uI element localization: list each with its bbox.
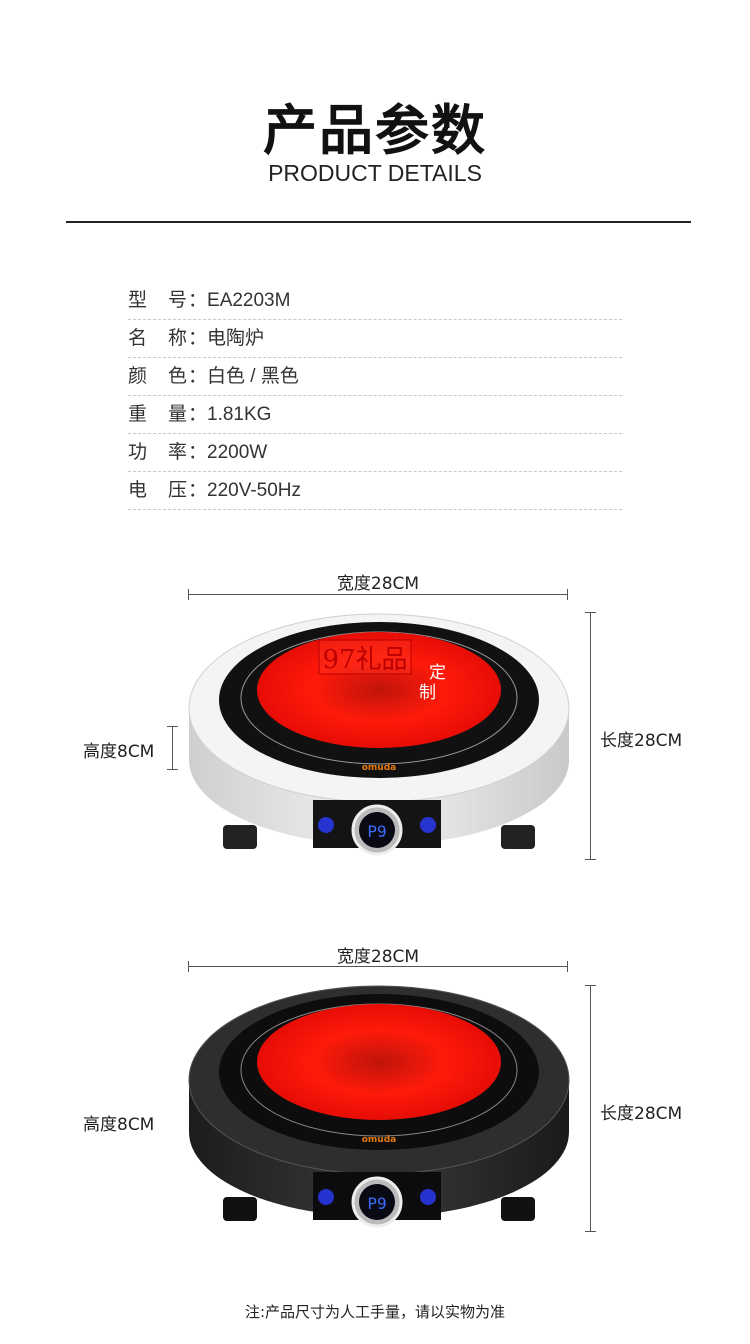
width-dimension-line bbox=[188, 589, 568, 600]
width-label: 宽度28CM bbox=[336, 947, 420, 967]
spec-key: 号 bbox=[168, 289, 188, 311]
height-label: 高度8CM bbox=[83, 1115, 155, 1135]
display-readout: P9 bbox=[367, 822, 386, 841]
page-subtitle: PRODUCT DETAILS bbox=[268, 160, 482, 186]
spec-value: 220V-50Hz bbox=[207, 480, 302, 501]
spec-row-model: 型号：EA2203M bbox=[128, 281, 622, 320]
page-title: 产品参数 bbox=[263, 99, 487, 162]
spec-row-voltage: 电压：220V-50Hz bbox=[128, 471, 622, 510]
spec-key: 重 bbox=[128, 403, 148, 425]
spec-key: 压 bbox=[168, 479, 188, 501]
length-dimension-line bbox=[585, 985, 596, 1232]
power-button-icon[interactable] bbox=[318, 1189, 334, 1205]
length-label: 长度28CM bbox=[600, 1104, 683, 1124]
spec-row-name: 名称：电陶炉 bbox=[128, 319, 622, 358]
spec-value: 白色 / 黑色 bbox=[207, 366, 299, 387]
white-cooktop-image: 97礼品 定 制 omuda P9 bbox=[188, 613, 570, 856]
display-readout: P9 bbox=[367, 1194, 386, 1213]
spec-key: 色 bbox=[168, 365, 188, 387]
width-dimension-line bbox=[188, 961, 568, 972]
length-dimension-line bbox=[585, 612, 596, 860]
function-button-icon[interactable] bbox=[420, 817, 436, 833]
size-disclaimer: 注:产品尺寸为人工手量，请以实物为准 bbox=[244, 1303, 506, 1321]
watermark-3: 制 bbox=[419, 683, 436, 703]
spec-row-power: 功率：2200W bbox=[128, 433, 622, 472]
watermark-2: 定 bbox=[429, 663, 446, 683]
spec-key: 型 bbox=[128, 289, 148, 311]
spec-value: 2200W bbox=[207, 442, 268, 463]
divider bbox=[66, 221, 691, 223]
width-label: 宽度28CM bbox=[336, 574, 420, 594]
spec-key: 量 bbox=[168, 403, 188, 425]
brand-logo: omuda bbox=[362, 763, 396, 773]
black-cooktop-image: omuda P9 bbox=[188, 985, 570, 1228]
spec-key: 功 bbox=[128, 441, 148, 463]
spec-value: 电陶炉 bbox=[207, 328, 265, 349]
brand-logo: omuda bbox=[362, 1135, 396, 1145]
spec-key: 颜 bbox=[128, 365, 148, 387]
height-dimension-line bbox=[167, 726, 178, 770]
function-button-icon[interactable] bbox=[420, 1189, 436, 1205]
watermark: 97礼品 bbox=[322, 645, 407, 675]
height-label: 高度8CM bbox=[83, 742, 155, 762]
spec-value: 1.81KG bbox=[207, 404, 272, 425]
spec-value: EA2203M bbox=[207, 290, 291, 311]
spec-key: 称 bbox=[168, 327, 188, 349]
spec-key: 率 bbox=[168, 441, 188, 463]
spec-key: 电 bbox=[128, 479, 148, 501]
power-button-icon[interactable] bbox=[318, 817, 334, 833]
spec-key: 名 bbox=[128, 327, 148, 349]
spec-row-color: 颜色：白色 / 黑色 bbox=[128, 357, 622, 396]
length-label: 长度28CM bbox=[600, 731, 683, 751]
spec-row-weight: 重量：1.81KG bbox=[128, 395, 622, 434]
